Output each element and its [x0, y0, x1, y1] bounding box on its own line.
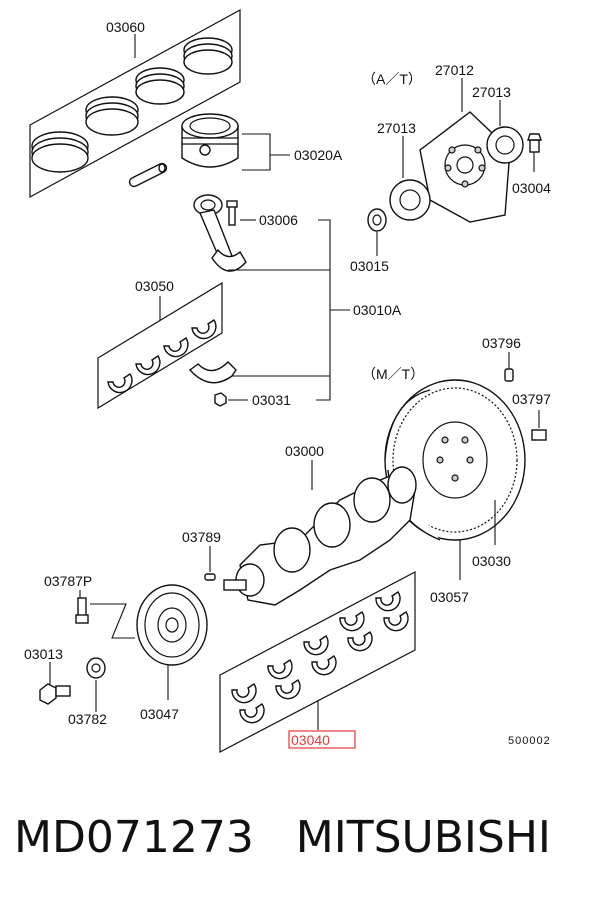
- main-bearings-set[interactable]: 03040: [219, 571, 416, 753]
- rod-bearings-set[interactable]: 03050: [97, 278, 223, 410]
- diagram-number: 500002: [508, 735, 551, 747]
- label-03796: 03796: [482, 335, 521, 351]
- label-03782: 03782: [68, 711, 107, 727]
- piston: [181, 113, 239, 168]
- connecting-rod-bolt: [226, 200, 238, 226]
- flywheel-dowel-pin[interactable]: 03796: [482, 335, 521, 382]
- mt-label: （M／T）: [362, 366, 424, 382]
- rod-bearing-shells: [107, 319, 217, 394]
- brand-name: MITSUBISHI: [295, 812, 551, 863]
- drive-plate-adapter-left[interactable]: 27013: [377, 120, 431, 221]
- label-03020A: 03020A: [294, 147, 343, 163]
- label-03000: 03000: [285, 443, 324, 459]
- crankshaft-key[interactable]: 03789: [182, 529, 221, 581]
- label-27013-right: 27013: [472, 84, 511, 100]
- main-bearing-shells: [231, 591, 409, 724]
- piston-ring-1: [31, 131, 89, 173]
- label-03057: 03057: [430, 589, 469, 605]
- pilot-bushing[interactable]: 03015: [350, 208, 389, 274]
- label-27012: 27012: [435, 62, 474, 78]
- crankshaft-pulley[interactable]: 03047: [136, 584, 208, 722]
- piston-rings-set[interactable]: 03060: [29, 8, 241, 199]
- crank-bolt[interactable]: 03013: [24, 646, 71, 705]
- label-03030: 03030: [472, 553, 511, 569]
- drive-plate-adapter-right[interactable]: 27013: [472, 84, 524, 164]
- drive-plate-bolt[interactable]: 03004: [512, 133, 551, 196]
- label-03013: 03013: [24, 646, 63, 662]
- label-03047: 03047: [140, 706, 179, 722]
- piston-ring-2: [85, 96, 139, 136]
- label-03789: 03789: [182, 529, 221, 545]
- crankshaft[interactable]: 03000: [223, 443, 417, 606]
- label-03040: 03040: [291, 732, 330, 748]
- pulley-bolt[interactable]: 03787P: [44, 573, 135, 639]
- piston-ring-4: [183, 37, 233, 75]
- label-03006: 03006: [259, 212, 298, 228]
- connecting-rod[interactable]: 03006 03010A: [193, 194, 402, 401]
- part-caption: MD071273 MITSUBISHI: [14, 808, 594, 868]
- label-27013-left: 27013: [377, 120, 416, 136]
- label-03004: 03004: [512, 180, 551, 196]
- exploded-parts-diagram: 03060 03020A 03006: [24, 8, 551, 753]
- part-number: MD071273: [14, 812, 254, 863]
- flywheel-bolt[interactable]: 03797: [512, 391, 551, 441]
- piston-assembly[interactable]: 03020A: [128, 113, 343, 188]
- highlight-box-03040: [288, 730, 356, 749]
- label-03050: 03050: [135, 278, 174, 294]
- label-03031: 03031: [252, 392, 291, 408]
- rod-nut[interactable]: 03031: [214, 392, 291, 408]
- pulley-washer[interactable]: 03782: [68, 657, 107, 727]
- label-03787P: 03787P: [44, 573, 92, 589]
- label-03060: 03060: [106, 19, 145, 35]
- label-03010A: 03010A: [353, 302, 402, 318]
- label-03797: 03797: [512, 391, 551, 407]
- flywheel[interactable]: 03030 03057: [384, 379, 526, 605]
- at-label: （A／T）: [362, 71, 422, 87]
- label-03015: 03015: [350, 258, 389, 274]
- piston-ring-3: [135, 67, 185, 105]
- connecting-rod-cap[interactable]: [188, 361, 237, 384]
- piston-pin: [128, 162, 168, 188]
